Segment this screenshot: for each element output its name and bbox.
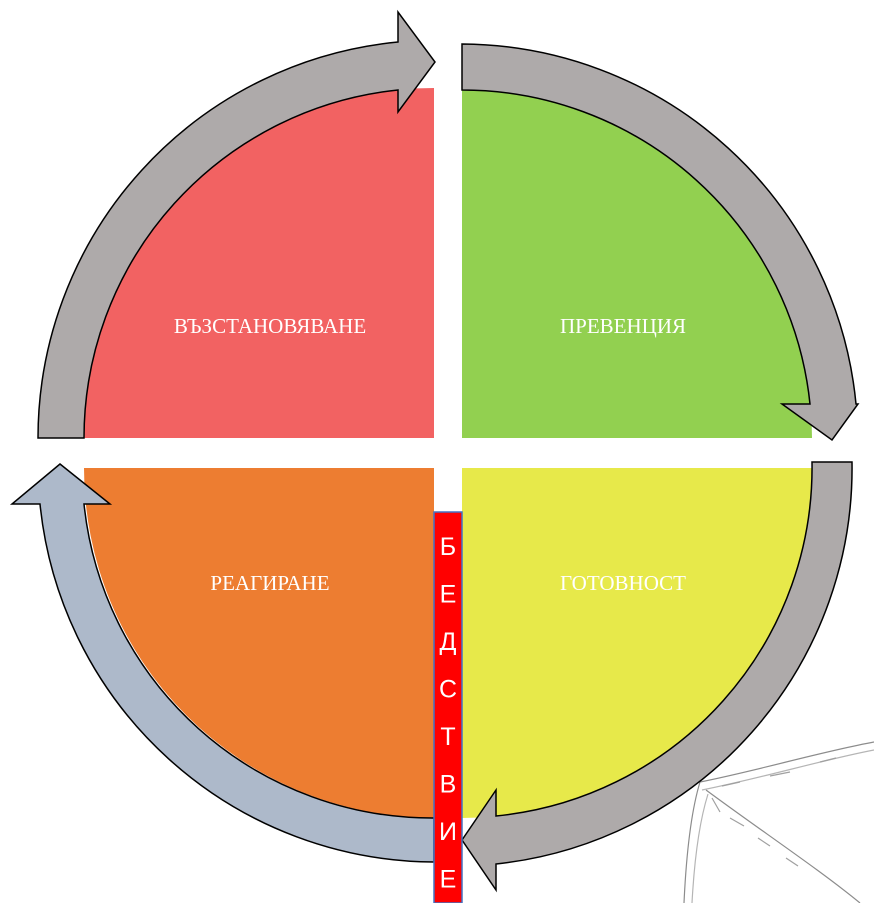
disaster-bar-letter: Б xyxy=(440,533,456,561)
label-preparedness: ГОТОВНОСТ xyxy=(560,571,686,595)
disaster-bar-letter: Е xyxy=(440,581,457,609)
disaster-bar-letter: В xyxy=(440,771,457,799)
disaster-bar xyxy=(433,511,463,903)
quadrant-response xyxy=(84,468,434,818)
arrow-prevention-to-preparedness xyxy=(461,43,860,442)
disaster-bar-letter: И xyxy=(439,818,457,846)
disaster-bar-letter: С xyxy=(439,676,457,704)
label-recovery: ВЪЗСТАНОВЯВАНЕ xyxy=(174,314,366,338)
arrow-preparedness-to-disaster xyxy=(461,461,853,893)
corner-sketch xyxy=(683,741,874,903)
arrow-recovery-to-prevention xyxy=(37,9,436,439)
quadrant-preparedness xyxy=(462,468,812,818)
disaster-bar-letter: Д xyxy=(440,628,457,656)
label-prevention: ПРЕВЕНЦИЯ xyxy=(560,314,686,338)
quadrant-recovery xyxy=(84,88,434,438)
disaster-bar-letter: Е xyxy=(440,866,457,894)
quadrant-prevention xyxy=(462,88,812,438)
label-response: РЕАГИРАНЕ xyxy=(210,571,329,595)
arrow-response-to-recovery xyxy=(9,463,435,863)
disaster-bar-letter: Т xyxy=(440,723,455,751)
